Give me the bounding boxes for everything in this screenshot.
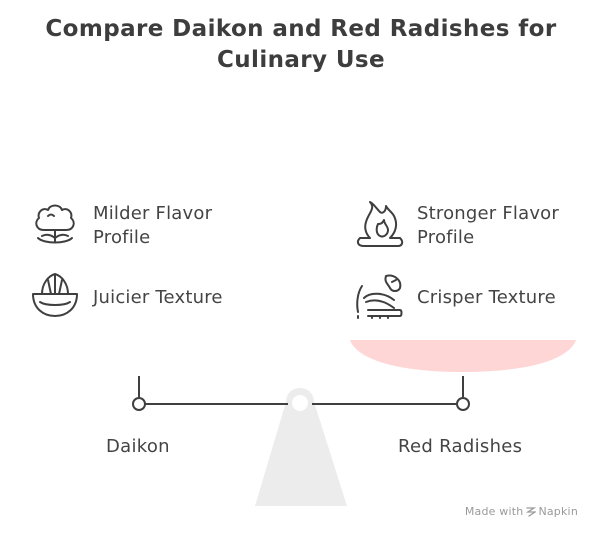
napkin-logo-icon <box>526 507 537 517</box>
diagram-title: Compare Daikon and Red Radishes for Culi… <box>0 14 602 76</box>
radish-item-flavor: Stronger Flavor Profile <box>417 202 559 250</box>
radish-flavor-line-2: Profile <box>417 227 475 248</box>
daikon-item-texture: Juicier Texture <box>93 286 223 310</box>
radish-texture-line-1: Crisper Texture <box>417 287 556 308</box>
left-beam-end <box>132 397 146 411</box>
fulcrum <box>255 388 347 506</box>
red-radishes-label: Red Radishes <box>398 436 523 457</box>
daikon-item-flavor: Milder Flavor Profile <box>93 202 212 250</box>
daikon-flavor-line-2: Profile <box>93 227 151 248</box>
right-beam-end <box>456 397 470 411</box>
title-line-1: Compare Daikon and Red Radishes for <box>45 16 557 42</box>
flame-icon <box>356 201 404 247</box>
citrus-juicer-icon <box>32 273 78 317</box>
daikon-label: Daikon <box>106 436 170 457</box>
daikon-texture-line-1: Juicier Texture <box>93 287 223 308</box>
cloud-tree-icon <box>35 204 75 244</box>
watermark-prefix: Made with <box>464 505 524 518</box>
watermark-brand: Napkin <box>538 505 578 518</box>
daikon-flavor-line-1: Milder Flavor <box>93 203 213 224</box>
scale-pivot <box>292 395 308 411</box>
radish-flavor-line-1: Stronger Flavor <box>417 203 559 224</box>
heavy-side-highlight <box>350 340 576 372</box>
title-line-2: Culinary Use <box>216 47 386 73</box>
radish-item-texture: Crisper Texture <box>417 286 556 310</box>
napkin-watermark: Made with Napkin <box>465 505 578 518</box>
crunch-chip-icon <box>356 274 403 319</box>
